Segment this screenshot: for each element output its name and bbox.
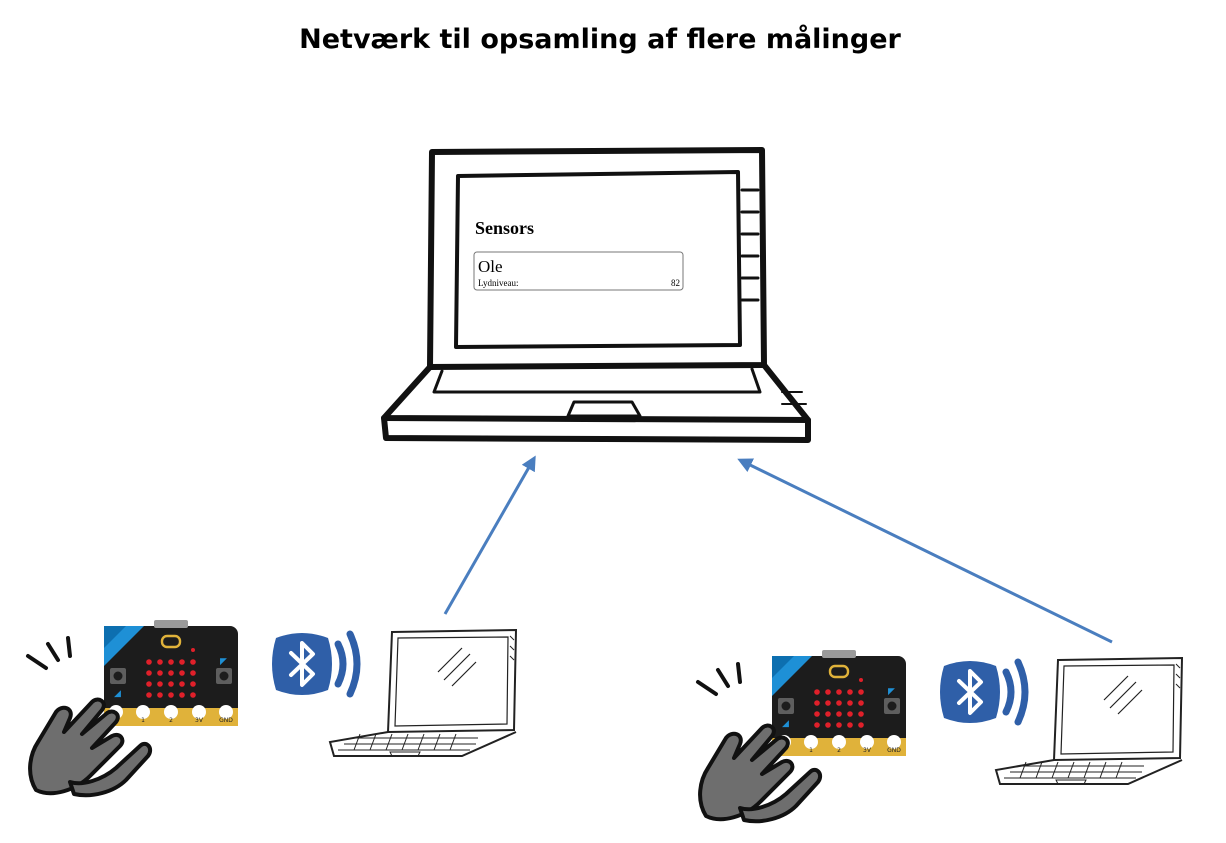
sensor-metric-label: Lydniveau:	[478, 278, 519, 288]
sensor-metric-value: 82	[671, 278, 680, 288]
pin-label: 3V	[195, 717, 204, 724]
laptop-icon	[381, 147, 811, 443]
diagram-title: Netværk til opsamling af flere målinger	[299, 24, 901, 55]
sensor-node-left: 0 1 2 3V GND	[26, 618, 517, 798]
pin-label: 2	[169, 717, 173, 724]
microbit-icon	[770, 648, 908, 758]
arrow-icon	[737, 458, 1113, 644]
sensor-card[interactable]	[473, 251, 684, 291]
arrow-icon	[443, 455, 536, 615]
sensor-node-right: 0 1 2 3V GND	[696, 648, 1183, 824]
main-laptop: Sensors Ole Lydniveau: 82	[381, 147, 811, 443]
bluetooth-icon	[940, 661, 1025, 723]
pin-label: 1	[809, 747, 813, 754]
pin-label: GND	[887, 747, 901, 754]
pin-label: 3V	[863, 747, 872, 754]
pin-label: 1	[141, 717, 145, 724]
screen-heading: Sensors	[475, 218, 534, 238]
pin-label: 2	[837, 747, 841, 754]
microbit-icon	[102, 618, 240, 728]
pin-label: GND	[219, 717, 233, 724]
bluetooth-icon	[272, 633, 357, 695]
sensor-name: Ole	[478, 257, 503, 276]
